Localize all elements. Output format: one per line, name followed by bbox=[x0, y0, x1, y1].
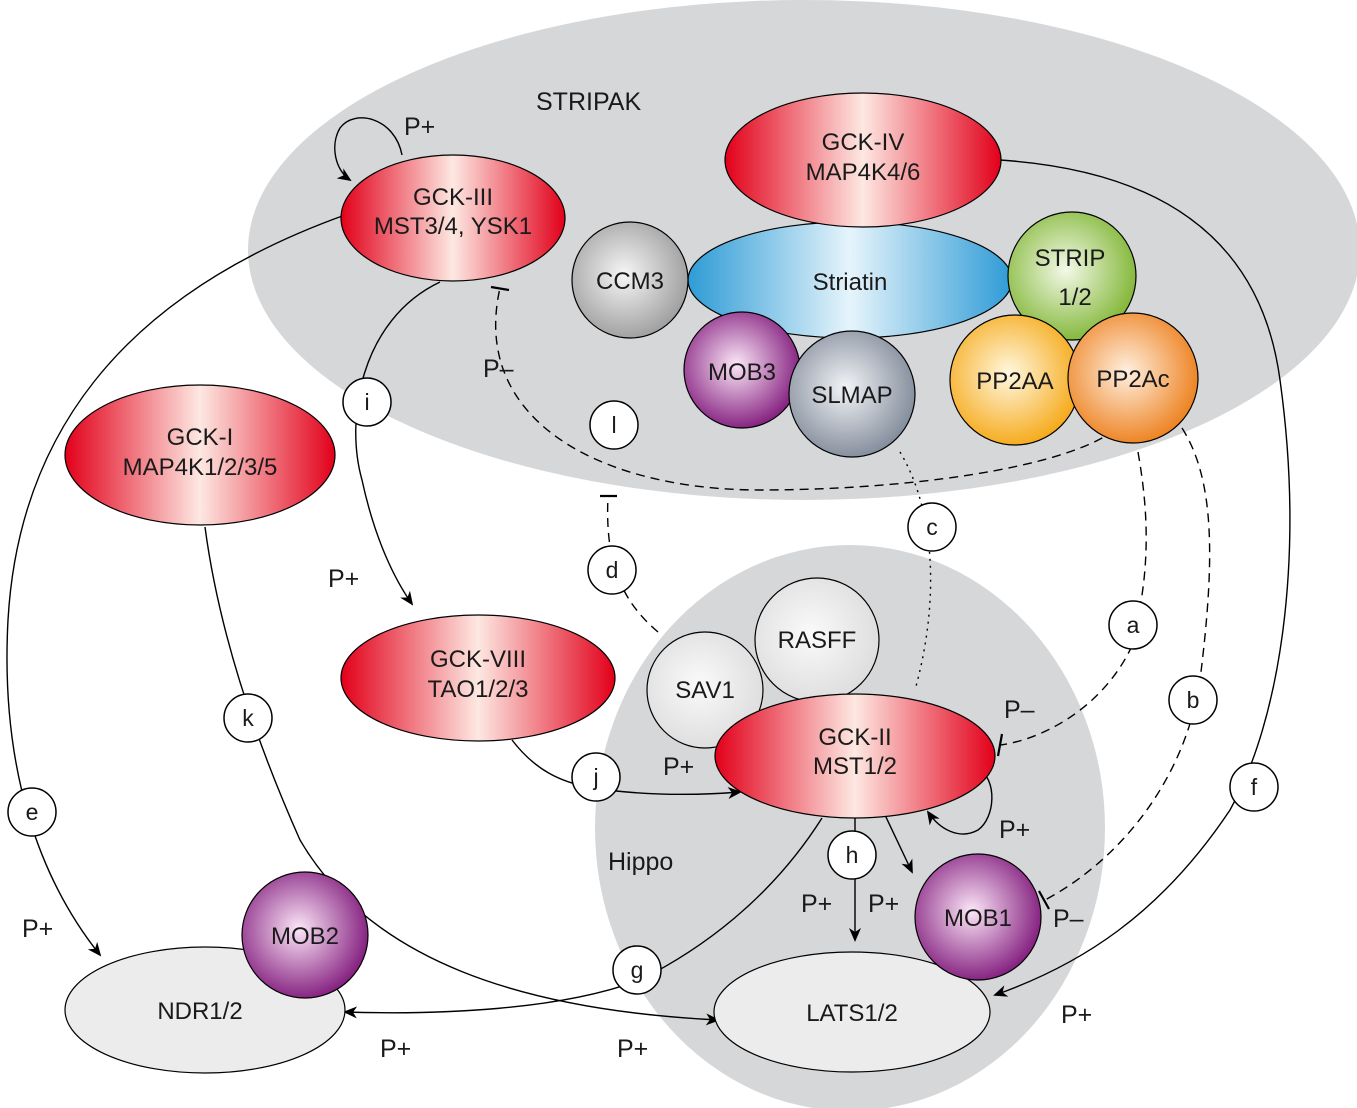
pp2ac-label: PP2Ac bbox=[1096, 366, 1169, 393]
edge-tag-e: e bbox=[7, 787, 57, 837]
p-plus-mob1: P+ bbox=[868, 890, 899, 918]
edge-gck2-mob1 bbox=[884, 814, 913, 874]
edge-l bbox=[494, 287, 1116, 491]
svg-text:i: i bbox=[364, 389, 369, 415]
ccm3-node[interactable] bbox=[571, 221, 689, 339]
gck2-node[interactable] bbox=[714, 693, 996, 819]
gck3-node[interactable] bbox=[340, 154, 566, 282]
svg-text:e: e bbox=[26, 799, 39, 825]
edge-tag-c: c bbox=[907, 502, 957, 552]
gck8-sublabel: TAO1/2/3 bbox=[428, 676, 529, 703]
p-plus-edge-e: P+ bbox=[22, 915, 53, 943]
mob3-label: MOB3 bbox=[708, 359, 776, 386]
gck1-label: GCK-I bbox=[167, 424, 234, 451]
lats-label: LATS1/2 bbox=[806, 1000, 898, 1027]
lats-node[interactable] bbox=[713, 951, 991, 1073]
gck3-label: GCK-III bbox=[413, 184, 493, 211]
sav1-label: SAV1 bbox=[675, 677, 735, 704]
edge-l-bar bbox=[490, 285, 510, 292]
svg-text:k: k bbox=[242, 705, 254, 731]
p-minus-edge-b: P– bbox=[1053, 905, 1084, 933]
p-plus-edge-j: P+ bbox=[663, 753, 694, 781]
gck4-node[interactable] bbox=[724, 92, 1002, 228]
gck1-sublabel: MAP4K1/2/3/5 bbox=[123, 454, 278, 481]
gck4-label: GCK-IV bbox=[822, 129, 905, 156]
edge-a bbox=[999, 451, 1147, 746]
edge-b-bar bbox=[1038, 890, 1050, 910]
svg-text:l: l bbox=[611, 412, 616, 438]
p-minus-edge-a: P– bbox=[1004, 696, 1035, 724]
svg-text:a: a bbox=[1127, 612, 1140, 638]
sav1-node[interactable] bbox=[646, 631, 764, 749]
svg-text:d: d bbox=[606, 557, 619, 583]
mob2-node[interactable] bbox=[241, 871, 369, 999]
svg-text:c: c bbox=[926, 514, 938, 540]
edge-d bbox=[606, 496, 659, 633]
gck1-node[interactable] bbox=[64, 384, 336, 526]
edge-tag-l: l bbox=[589, 400, 639, 450]
edge-tag-h: h bbox=[827, 830, 877, 880]
p-minus-edge-l: P– bbox=[483, 355, 514, 383]
edge-tag-k: k bbox=[223, 693, 273, 743]
svg-text:h: h bbox=[846, 842, 859, 868]
strip-sublabel: 1/2 bbox=[1058, 284, 1091, 311]
stripak-label: STRIPAK bbox=[536, 88, 641, 116]
pp2ac-node[interactable] bbox=[1067, 312, 1199, 444]
edge-f bbox=[993, 159, 1291, 997]
ndr-label: NDR1/2 bbox=[157, 998, 242, 1025]
mob2-label: MOB2 bbox=[271, 923, 339, 950]
mob1-label: MOB1 bbox=[944, 905, 1012, 932]
edge-tag-a: a bbox=[1108, 600, 1158, 650]
edge-tag-f: f bbox=[1229, 762, 1279, 812]
gck2-label: GCK-II bbox=[818, 724, 891, 751]
strip-label: STRIP bbox=[1035, 245, 1106, 272]
ccm3-label: CCM3 bbox=[596, 268, 664, 295]
p-plus-edge-i: P+ bbox=[328, 565, 359, 593]
striatin-label: Striatin bbox=[813, 269, 888, 296]
slmap-label: SLMAP bbox=[811, 382, 892, 409]
edge-gck2-auto bbox=[926, 767, 993, 835]
strip-node[interactable] bbox=[1007, 211, 1137, 341]
gck8-node[interactable] bbox=[340, 614, 616, 742]
gck2-sublabel: MST1/2 bbox=[813, 753, 897, 780]
svg-text:b: b bbox=[1187, 687, 1200, 713]
edge-i bbox=[355, 281, 441, 606]
mob1-node[interactable] bbox=[914, 853, 1042, 981]
p-plus-edge-g: P+ bbox=[380, 1035, 411, 1063]
edge-c bbox=[899, 451, 932, 691]
edge-tag-i: i bbox=[342, 377, 392, 427]
hippo-label: Hippo bbox=[608, 848, 673, 876]
edge-tag-j: j bbox=[571, 752, 621, 802]
edge-tag-g: g bbox=[612, 945, 662, 995]
svg-text:g: g bbox=[631, 957, 644, 983]
p-plus-gck3-auto: P+ bbox=[404, 113, 435, 141]
p-plus-edge-f: P+ bbox=[1061, 1001, 1092, 1029]
svg-text:j: j bbox=[592, 764, 598, 790]
edge-gck3-auto bbox=[334, 117, 403, 182]
svg-text:f: f bbox=[1251, 774, 1258, 800]
gck8-label: GCK-VIII bbox=[430, 646, 526, 673]
p-plus-edge-k: P+ bbox=[617, 1035, 648, 1063]
pp2aa-label: PP2AA bbox=[976, 368, 1053, 395]
edge-e bbox=[6, 214, 346, 957]
slmap-node[interactable] bbox=[788, 330, 916, 458]
gck4-sublabel: MAP4K4/6 bbox=[806, 159, 921, 186]
p-plus-gck2-auto: P+ bbox=[999, 816, 1030, 844]
p-plus-edge-h: P+ bbox=[801, 890, 832, 918]
edge-tag-d: d bbox=[587, 545, 637, 595]
rasff-label: RASFF bbox=[778, 627, 857, 654]
edge-tag-b: b bbox=[1168, 675, 1218, 725]
gck3-sublabel: MST3/4, YSK1 bbox=[374, 213, 532, 240]
edge-a-bar bbox=[996, 733, 1004, 757]
